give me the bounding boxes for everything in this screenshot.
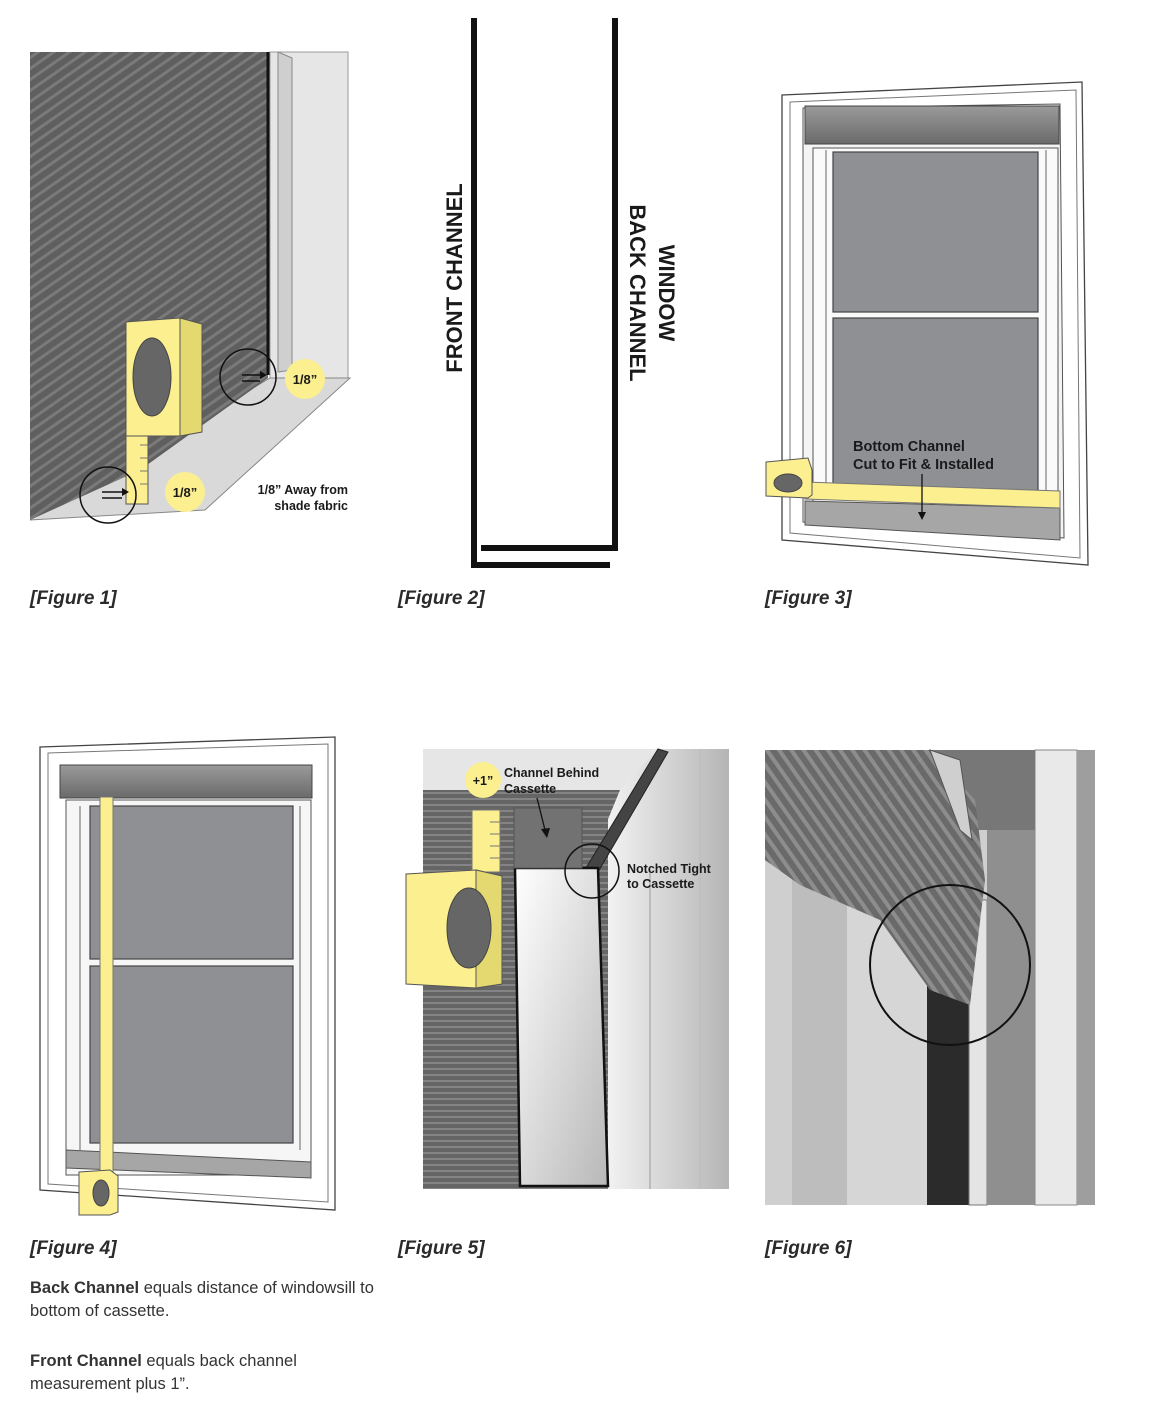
plus-one-ruler <box>472 810 500 872</box>
front-channel-term: Front Channel <box>30 1352 142 1370</box>
figure-4-illustration <box>40 737 335 1215</box>
plus-one-label: +1” <box>473 774 494 788</box>
bottom-channel-label-line1: Bottom Channel <box>853 439 965 455</box>
cassette <box>60 765 312 798</box>
notch-label-line1: Notched Tight <box>627 862 712 876</box>
gap-label-top: 1/8” <box>293 372 318 387</box>
figure-6-caption: [Figure 6] <box>765 1238 852 1260</box>
upper-glass <box>90 806 293 959</box>
front-channel-outline <box>474 18 610 565</box>
fabric-gap-note-line2: shade fabric <box>274 499 348 513</box>
gap-label-bottom: 1/8” <box>173 485 198 500</box>
figure-5-caption: [Figure 5] <box>398 1238 485 1260</box>
channel-behind-cassette <box>514 808 582 868</box>
figure-6-illustration <box>765 750 1095 1205</box>
notch-label-line2: to Cassette <box>627 877 694 891</box>
lower-glass <box>90 966 293 1143</box>
figure-1-illustration: 1/8” 1/8” 1/8” Away from shade fabric <box>30 52 350 523</box>
back-channel-note: Back Channel equals distance of windowsi… <box>30 1277 390 1323</box>
bottom-channel-label-line2: Cut to Fit & Installed <box>853 457 994 473</box>
channel-behind-label-line2: Cassette <box>504 782 556 796</box>
figure-2-caption: [Figure 2] <box>398 588 485 610</box>
end-cap-oval <box>133 338 171 416</box>
back-channel-term: Back Channel <box>30 1279 139 1297</box>
upper-glass <box>833 152 1038 312</box>
figure-1-caption: [Figure 1] <box>30 588 117 610</box>
window-frame-edge <box>278 52 292 372</box>
channel-behind-label-line1: Channel Behind <box>504 766 599 780</box>
back-channel-label: BACK CHANNEL <box>625 204 650 381</box>
fabric-gap-note-line1: 1/8” Away from <box>258 483 348 497</box>
figure-3-caption: [Figure 3] <box>765 588 852 610</box>
figure-5-illustration: +1” Channel Behind Cassette Notched Tigh… <box>406 749 729 1189</box>
figure-3-illustration: Bottom Channel Cut to Fit & Installed <box>766 82 1088 565</box>
channel-insert <box>515 868 608 1186</box>
back-channel <box>100 797 113 1172</box>
window-label: WINDOW <box>654 245 679 342</box>
cassette <box>805 106 1059 144</box>
front-channel-note: Front Channel equals back channel measur… <box>30 1350 390 1396</box>
figure-4-caption: [Figure 4] <box>30 1238 117 1260</box>
front-channel-label: FRONT CHANNEL <box>442 183 467 372</box>
back-channel-outline <box>481 18 615 548</box>
figure-2-illustration: FRONT CHANNEL WINDOW BACK CHANNEL <box>442 18 679 565</box>
